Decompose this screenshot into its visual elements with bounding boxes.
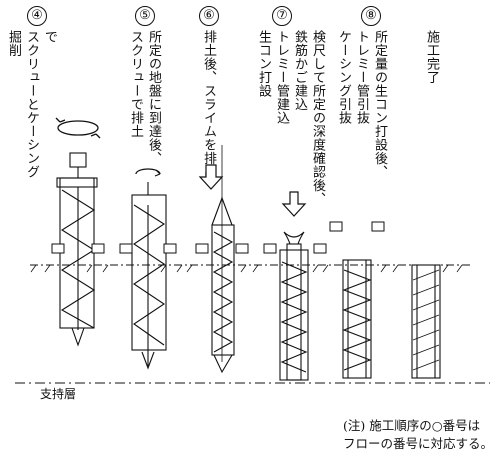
step5-rotation-arrow — [135, 168, 161, 177]
note-line-2: フローの番号に対応する。 — [343, 436, 494, 451]
step7-line-1: 生コン打設 — [256, 30, 271, 98]
step7-line-3: 鉄筋かご建込 — [292, 30, 307, 111]
step6-line-1: 排土後、スライムを排出 — [201, 30, 216, 179]
step-number-7: ⑦ — [272, 6, 292, 26]
step-number-5: ⑤ — [135, 6, 155, 26]
step-number-6: ⑥ — [199, 6, 219, 26]
step5-marker — [163, 243, 177, 254]
step4-line-3: で — [42, 30, 57, 44]
step8-line-2: トレミー管引抜 — [354, 30, 369, 125]
step4-marker — [51, 243, 65, 254]
step4-line-2: スクリューとケーシング — [24, 30, 39, 179]
step7-down-arrow — [281, 191, 307, 217]
ground-hatching — [30, 264, 463, 273]
step-number-4: ④ — [27, 6, 47, 26]
step7-line-2: トレミー管建込 — [274, 30, 289, 125]
step5-auger — [131, 182, 167, 370]
step7-pile — [279, 231, 309, 381]
step4-line-1: 掘削 — [6, 30, 21, 57]
step8-line-1: ケーシング引抜 — [336, 30, 351, 125]
step8-marker — [371, 221, 385, 232]
step5-marker — [119, 243, 133, 254]
step5-line-1: スクリューで排土 — [128, 30, 143, 138]
step4-marker — [91, 243, 105, 254]
note-line-1: (注) 施工順序の○番号は — [343, 418, 481, 433]
step-number-8: ⑧ — [361, 6, 381, 26]
completed-pile — [411, 264, 441, 379]
step7-marker — [313, 243, 327, 254]
step8-pile — [342, 259, 372, 379]
step8-line-3: 所定量の生コン打設後、 — [372, 30, 387, 179]
step6-marker — [195, 243, 209, 254]
step4-rotation-arrow — [55, 117, 101, 139]
step7-marker — [263, 243, 277, 254]
support-layer-label: 支持層 — [40, 387, 77, 401]
step7-line-4: 検尺して所定の深度確認後、 — [310, 30, 325, 206]
step8-marker — [329, 221, 343, 232]
step6-marker — [235, 243, 249, 254]
step6-down-arrow — [198, 164, 224, 190]
step6-pile — [211, 145, 235, 374]
completion-line: 施工完了 — [424, 30, 439, 84]
step5-line-2: 所定の地盤に到達後、 — [146, 30, 161, 165]
